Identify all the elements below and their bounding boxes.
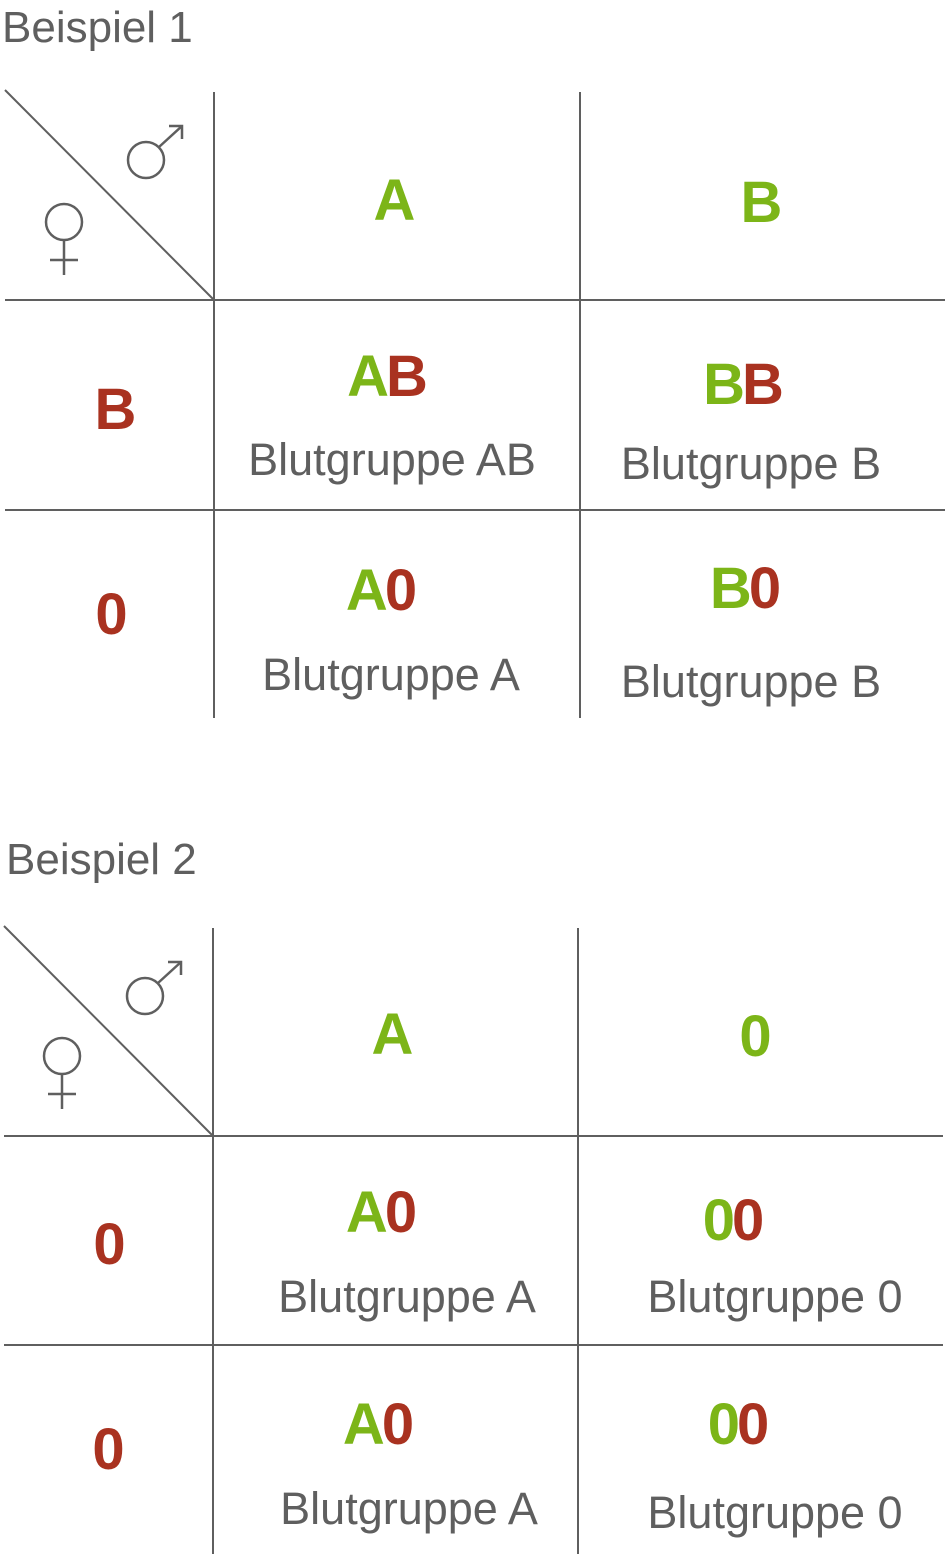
diagonal-divider	[4, 89, 215, 301]
genotype: A0	[343, 1396, 414, 1454]
male-symbol-icon	[126, 124, 184, 180]
father-allele: B	[703, 352, 745, 417]
father-allele: A	[345, 1180, 388, 1245]
mother-allele: 0	[748, 556, 781, 621]
bloodtype-label: Blutgruppe B	[620, 656, 882, 707]
grid-lines	[3, 925, 943, 1554]
mother-allele: B	[742, 352, 784, 417]
mother-allele: 0	[732, 1188, 764, 1253]
mother-allele: B	[386, 344, 428, 409]
punnett-square-1: A B B 0 AB Blutgruppe AB BB Blutgruppe B…	[0, 88, 945, 718]
father-allele: A	[347, 344, 389, 409]
diagonal-divider	[3, 925, 214, 1137]
mother-allele: 0	[381, 1392, 414, 1457]
genotype: 00	[703, 1192, 765, 1250]
father-allele: A	[342, 1392, 385, 1457]
bloodtype-label: Blutgruppe A	[280, 1483, 538, 1534]
father-allele-header: 0	[739, 1004, 771, 1069]
female-symbol-icon	[42, 1036, 82, 1109]
mother-allele: 0	[384, 1180, 417, 1245]
mother-allele-header: 0	[95, 582, 127, 647]
genotype: B0	[710, 560, 781, 618]
genotype: BB	[703, 356, 784, 414]
father-allele: 0	[707, 1392, 740, 1457]
mother-allele: 0	[737, 1392, 769, 1457]
genotype: 00	[708, 1396, 770, 1454]
genotype: A0	[346, 562, 417, 620]
bloodtype-label: Blutgruppe 0	[647, 1487, 903, 1538]
mother-allele-header: B	[94, 377, 137, 442]
father-allele-header: A	[371, 1002, 414, 1067]
father-allele-header: A	[373, 168, 416, 233]
bloodtype-label: Blutgruppe 0	[647, 1271, 903, 1322]
example-2-title: Beispiel 2	[6, 835, 197, 884]
father-allele-header: B	[740, 170, 783, 235]
example-1-title: Beispiel 1	[2, 3, 193, 52]
bloodtype-label: Blutgruppe A	[278, 1271, 536, 1322]
female-symbol-icon	[44, 202, 84, 275]
bloodtype-label: Blutgruppe A	[262, 649, 520, 700]
bloodtype-label: Blutgruppe B	[620, 438, 882, 489]
genotype: A0	[346, 1184, 417, 1242]
genotype: AB	[347, 348, 428, 406]
bloodtype-label: Blutgruppe AB	[248, 434, 536, 485]
mother-allele-header: 0	[93, 1212, 125, 1277]
mother-allele-header: 0	[92, 1417, 124, 1482]
father-allele: A	[345, 558, 388, 623]
mother-allele: 0	[384, 558, 417, 623]
grid-lines	[4, 89, 945, 718]
father-allele: 0	[702, 1188, 735, 1253]
punnett-square-2: A 0 0 0 A0 Blutgruppe A 00 Blutgruppe 0 …	[0, 924, 945, 1554]
father-allele: B	[709, 556, 752, 621]
male-symbol-icon	[125, 960, 183, 1016]
